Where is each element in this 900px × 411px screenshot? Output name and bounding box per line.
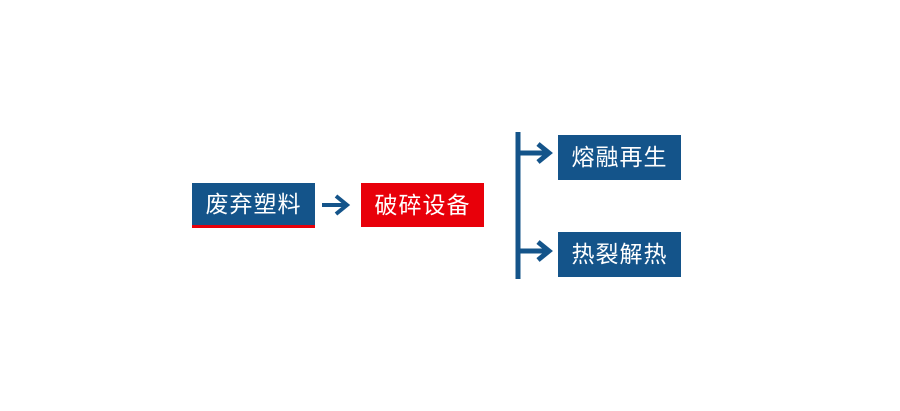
node-source[interactable]: 废弃塑料 xyxy=(192,183,315,228)
node-source-label: 废弃塑料 xyxy=(205,190,302,217)
split-bracket-connector xyxy=(508,128,564,283)
node-branch-bottom-label: 热裂解热 xyxy=(571,241,668,267)
node-branch-top-label: 熔融再生 xyxy=(571,144,668,170)
node-branch-top[interactable]: 熔融再生 xyxy=(558,135,681,180)
bracket-split-icon xyxy=(515,132,553,279)
node-process[interactable]: 破碎设备 xyxy=(361,183,484,227)
node-branch-bottom[interactable]: 热裂解热 xyxy=(558,232,681,277)
node-process-label: 破碎设备 xyxy=(374,191,471,218)
arrow-source-to-process xyxy=(320,190,356,220)
right-arrow-icon xyxy=(322,194,351,216)
